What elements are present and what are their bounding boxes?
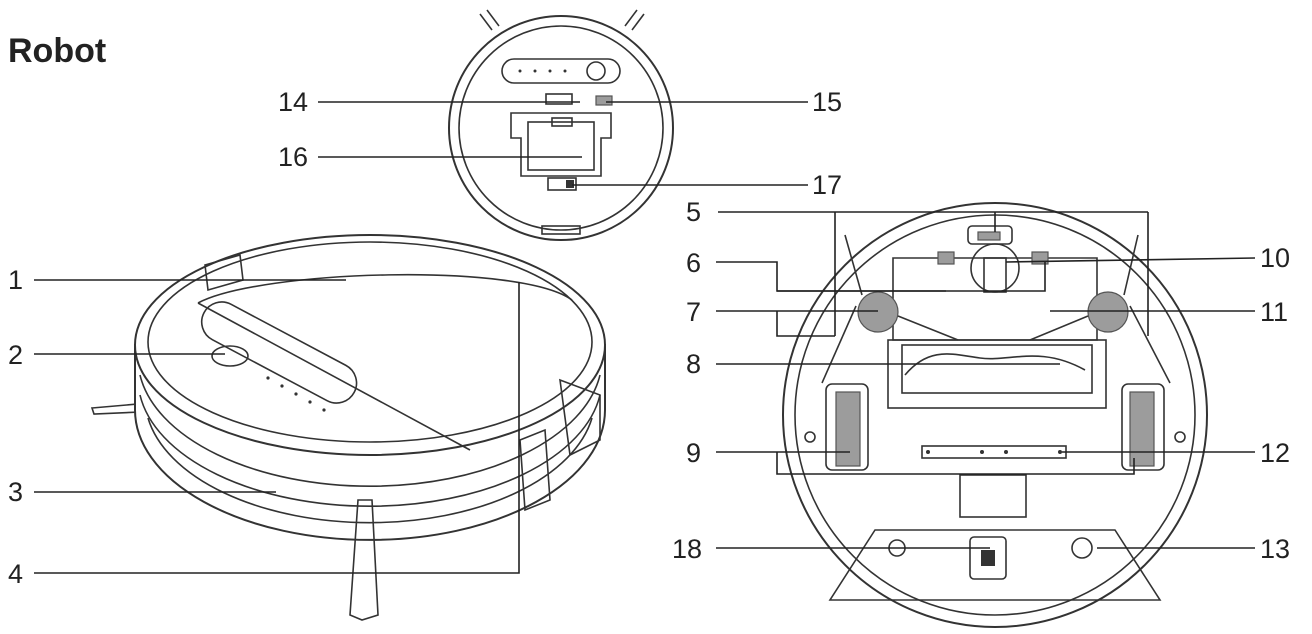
callout-6: 6 [686,248,701,278]
diagram-title: Robot [8,32,106,70]
callout-10: 10 [1260,243,1290,273]
callout-5: 5 [686,197,701,227]
callout-11: 11 [1260,297,1288,327]
callout-4: 4 [8,559,23,589]
callout-16: 16 [278,142,308,172]
callout-3: 3 [8,477,23,507]
callout-14: 14 [278,87,308,117]
robot-perspective-illustration [90,234,606,621]
leader-lines [34,101,1256,574]
callout-9: 9 [686,438,701,468]
callout-12: 12 [1260,438,1290,468]
robot-bottom-view-illustration [782,202,1208,628]
callout-1: 1 [8,265,23,295]
callout-2: 2 [8,340,23,370]
callout-15: 15 [812,87,842,117]
callout-18: 18 [672,534,702,564]
callout-numbers: 1 2 3 4 5 6 7 8 9 10 11 12 13 14 15 16 1… [8,87,1290,589]
callout-7: 7 [686,297,701,327]
callout-17: 17 [812,170,842,200]
callout-8: 8 [686,349,701,379]
callout-13: 13 [1260,534,1290,564]
robot-top-view-illustration [448,9,674,241]
